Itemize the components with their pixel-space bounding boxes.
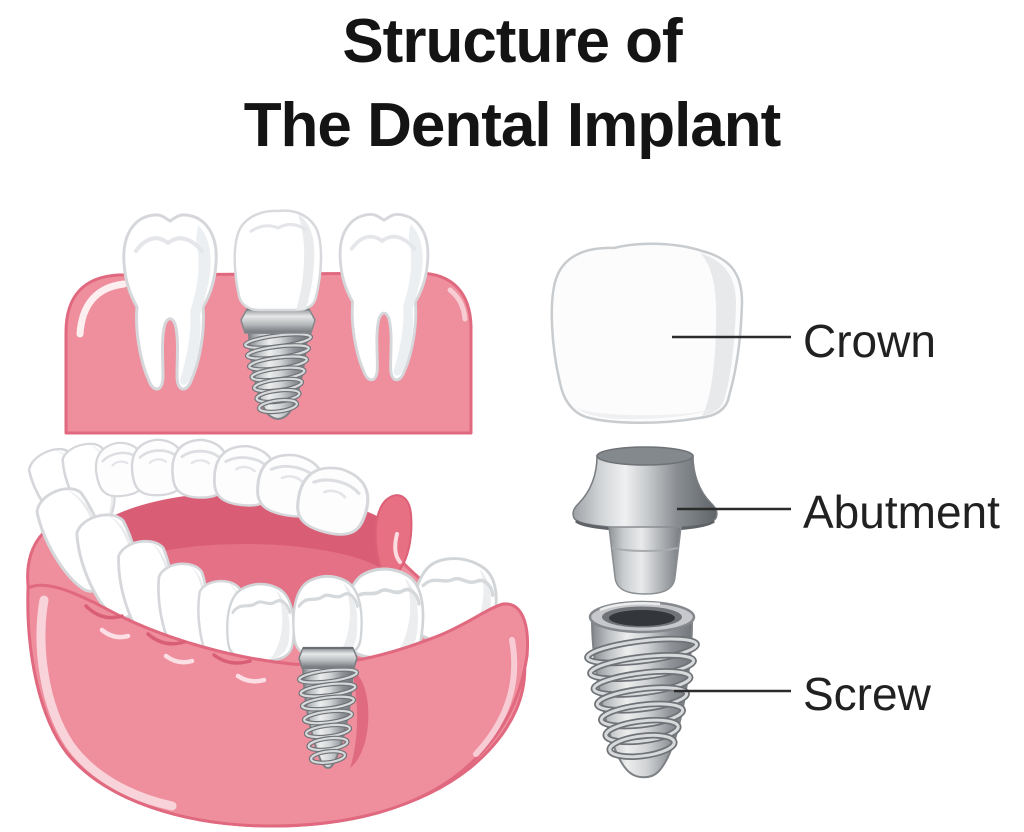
- implant-crown: [233, 209, 323, 312]
- implant-threads: [296, 667, 360, 766]
- implant-in-gum: [233, 209, 323, 421]
- tooth: [225, 582, 296, 663]
- implant-in-jaw: [296, 646, 360, 770]
- screw-head-rim: [588, 600, 696, 634]
- label-screw: Screw: [803, 668, 931, 720]
- title-line-1: Structure of: [342, 7, 682, 76]
- implant-collar: [240, 308, 316, 334]
- gum-highlight: [76, 280, 128, 338]
- screw-threads: [584, 635, 700, 760]
- implant-shadow: [350, 670, 369, 768]
- page-title: Structure of The Dental Implant: [0, 0, 1024, 168]
- gum-cross-section-illustration: [64, 209, 473, 435]
- lower-jaw-illustration: [21, 436, 530, 828]
- jaw-highlight-left: [36, 595, 177, 811]
- crown-component: [550, 242, 744, 425]
- implant-threads: [242, 331, 314, 415]
- title-line-2: The Dental Implant: [243, 91, 782, 160]
- gumline-scallops: [84, 604, 341, 691]
- implant-collar: [298, 647, 358, 669]
- screw-component: [584, 600, 700, 779]
- label-abutment: Abutment: [803, 486, 1000, 538]
- jaw-gum-front: [26, 583, 530, 828]
- label-crown: Crown: [803, 315, 936, 367]
- leader-lines: [672, 335, 791, 693]
- implant-crown: [291, 574, 364, 660]
- jaw-highlight-right: [473, 637, 518, 757]
- abutment-component: [572, 446, 718, 595]
